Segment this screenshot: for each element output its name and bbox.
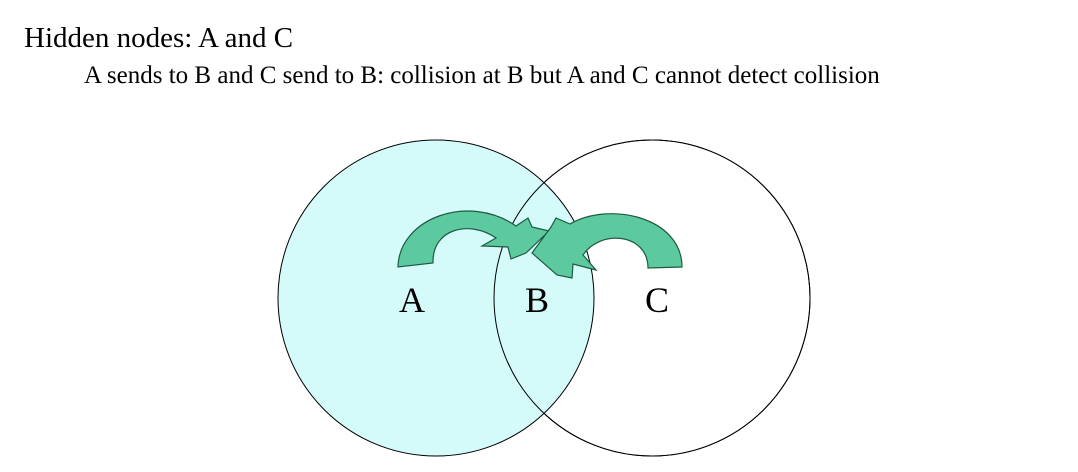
subheading: A sends to B and C send to B: collision …: [84, 62, 880, 89]
node-c-range-outline: [493, 139, 811, 457]
node-a-label: A: [399, 280, 425, 320]
node-b-label: B: [525, 280, 549, 320]
heading: Hidden nodes: A and C: [24, 22, 294, 54]
arrow-c-to-b: [531, 213, 683, 279]
node-c-label: C: [645, 280, 669, 320]
